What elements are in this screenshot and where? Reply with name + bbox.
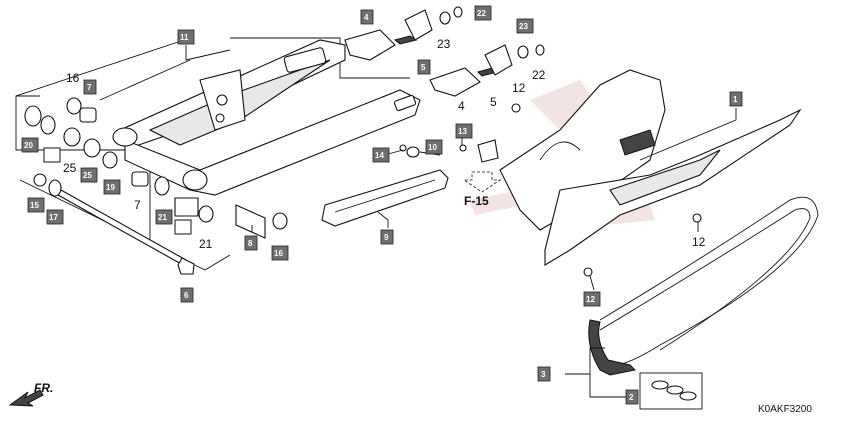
label-12-upper: 12 xyxy=(512,81,526,95)
svg-text:20: 20 xyxy=(24,141,33,150)
svg-text:16: 16 xyxy=(274,249,283,258)
svg-text:1: 1 xyxy=(733,95,738,104)
callout-14: 14 xyxy=(372,147,390,163)
callout-20: 20 xyxy=(21,137,39,153)
svg-text:9: 9 xyxy=(384,233,389,242)
callout-leaders xyxy=(251,108,737,398)
svg-text:12: 12 xyxy=(586,295,595,304)
callout-7: 7 xyxy=(83,79,97,95)
callout-13: 13 xyxy=(455,123,473,139)
callout-23: 23 xyxy=(516,18,534,34)
svg-text:13: 13 xyxy=(458,127,467,136)
callout-22: 22 xyxy=(474,5,492,21)
svg-text:21: 21 xyxy=(158,213,167,222)
label-16: 16 xyxy=(66,71,80,85)
callout-10: 10 xyxy=(425,139,443,155)
svg-text:3: 3 xyxy=(541,370,546,379)
callout-9: 9 xyxy=(380,229,394,245)
label-7: 7 xyxy=(134,198,141,212)
svg-text:8: 8 xyxy=(248,239,253,248)
callout-8: 8 xyxy=(244,235,258,251)
pivot-bolt xyxy=(57,189,195,275)
drive-chain xyxy=(588,196,819,376)
reference-arrow xyxy=(462,171,502,193)
front-arrow-icon xyxy=(8,389,44,407)
callout-5: 5 xyxy=(417,59,431,75)
label-5: 5 xyxy=(490,95,497,109)
svg-text:19: 19 xyxy=(106,183,115,192)
svg-text:15: 15 xyxy=(30,201,39,210)
subassembly-box-1 xyxy=(43,147,61,163)
diagram-code: K0AKF3200 xyxy=(758,404,812,415)
chain-adjusters xyxy=(344,6,702,277)
svg-text:17: 17 xyxy=(49,213,58,222)
svg-text:11: 11 xyxy=(180,33,189,42)
callout-11: 11 xyxy=(177,29,195,45)
chain-slider xyxy=(321,169,449,227)
callout-15: 15 xyxy=(27,197,45,213)
swingarm xyxy=(112,39,421,196)
svg-text:5: 5 xyxy=(421,63,426,72)
callout-1: 1 xyxy=(729,91,743,107)
label-12-right: 12 xyxy=(692,235,706,249)
label-22: 22 xyxy=(532,68,546,82)
svg-text:6: 6 xyxy=(184,291,189,300)
svg-text:14: 14 xyxy=(375,151,384,160)
front-label: FR. xyxy=(34,381,53,395)
svg-text:7: 7 xyxy=(87,83,92,92)
callout-4: 4 xyxy=(360,9,374,25)
callout-2: 2 xyxy=(625,389,639,405)
svg-text:22: 22 xyxy=(477,9,486,18)
callout-19: 19 xyxy=(103,179,121,195)
callout-21: 21 xyxy=(155,209,173,225)
callout-12-lower: 12 xyxy=(583,291,601,307)
chain-guard xyxy=(499,69,802,266)
svg-text:4: 4 xyxy=(364,13,369,22)
callout-6: 6 xyxy=(180,287,194,303)
svg-text:25: 25 xyxy=(83,171,92,180)
reference-label: F-15 xyxy=(464,194,489,208)
label-23: 23 xyxy=(437,37,451,51)
callout-17: 17 xyxy=(46,209,64,225)
label-25: 25 xyxy=(63,161,77,175)
svg-text:10: 10 xyxy=(428,143,437,152)
chain-joint-box xyxy=(639,372,703,410)
callout-3: 3 xyxy=(537,366,551,382)
svg-text:2: 2 xyxy=(629,393,634,402)
bearings xyxy=(24,97,288,239)
callout-25: 25 xyxy=(80,167,98,183)
label-21: 21 xyxy=(199,237,213,251)
svg-text:23: 23 xyxy=(519,22,528,31)
label-4: 4 xyxy=(458,99,465,113)
callout-16-right: 16 xyxy=(271,245,289,261)
subassembly-box-2 xyxy=(174,219,192,235)
